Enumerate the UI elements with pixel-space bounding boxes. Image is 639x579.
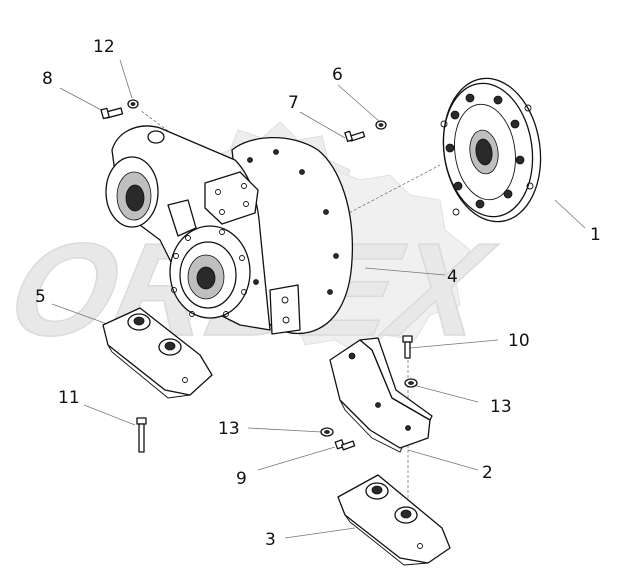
callout-6: 6 <box>332 65 343 85</box>
bolt-part-9 <box>334 439 356 451</box>
mount-pad-part-5 <box>102 307 213 399</box>
bolt-part-7 <box>344 130 366 143</box>
callout-10: 10 <box>508 331 530 351</box>
callout-8: 8 <box>42 69 53 89</box>
callout-13-left: 13 <box>218 419 240 439</box>
bracket-part-2 <box>329 337 433 453</box>
washer-part-6 <box>375 120 387 130</box>
callout-7: 7 <box>288 93 299 113</box>
callout-12: 12 <box>93 37 115 57</box>
callout-3: 3 <box>265 530 276 550</box>
washer-part-13-left <box>320 427 334 437</box>
callout-11: 11 <box>58 388 80 408</box>
callout-9: 9 <box>236 469 247 489</box>
bolt-part-10 <box>402 335 413 359</box>
callout-13-right: 13 <box>490 397 512 417</box>
callout-4: 4 <box>447 267 458 287</box>
bolt-part-11 <box>136 417 147 453</box>
washer-part-12 <box>127 99 139 109</box>
callout-2: 2 <box>482 463 493 483</box>
bolt-part-8 <box>100 107 124 120</box>
callout-5: 5 <box>35 287 46 307</box>
callout-1: 1 <box>590 225 601 245</box>
mount-pad-part-3 <box>337 474 451 566</box>
housing-part-4 <box>105 125 354 335</box>
callout-labels: 1 2 3 4 5 6 7 8 9 10 11 12 13 13 <box>35 37 601 550</box>
flange-disc-part-1 <box>440 77 542 223</box>
washer-part-13-right <box>404 378 418 388</box>
